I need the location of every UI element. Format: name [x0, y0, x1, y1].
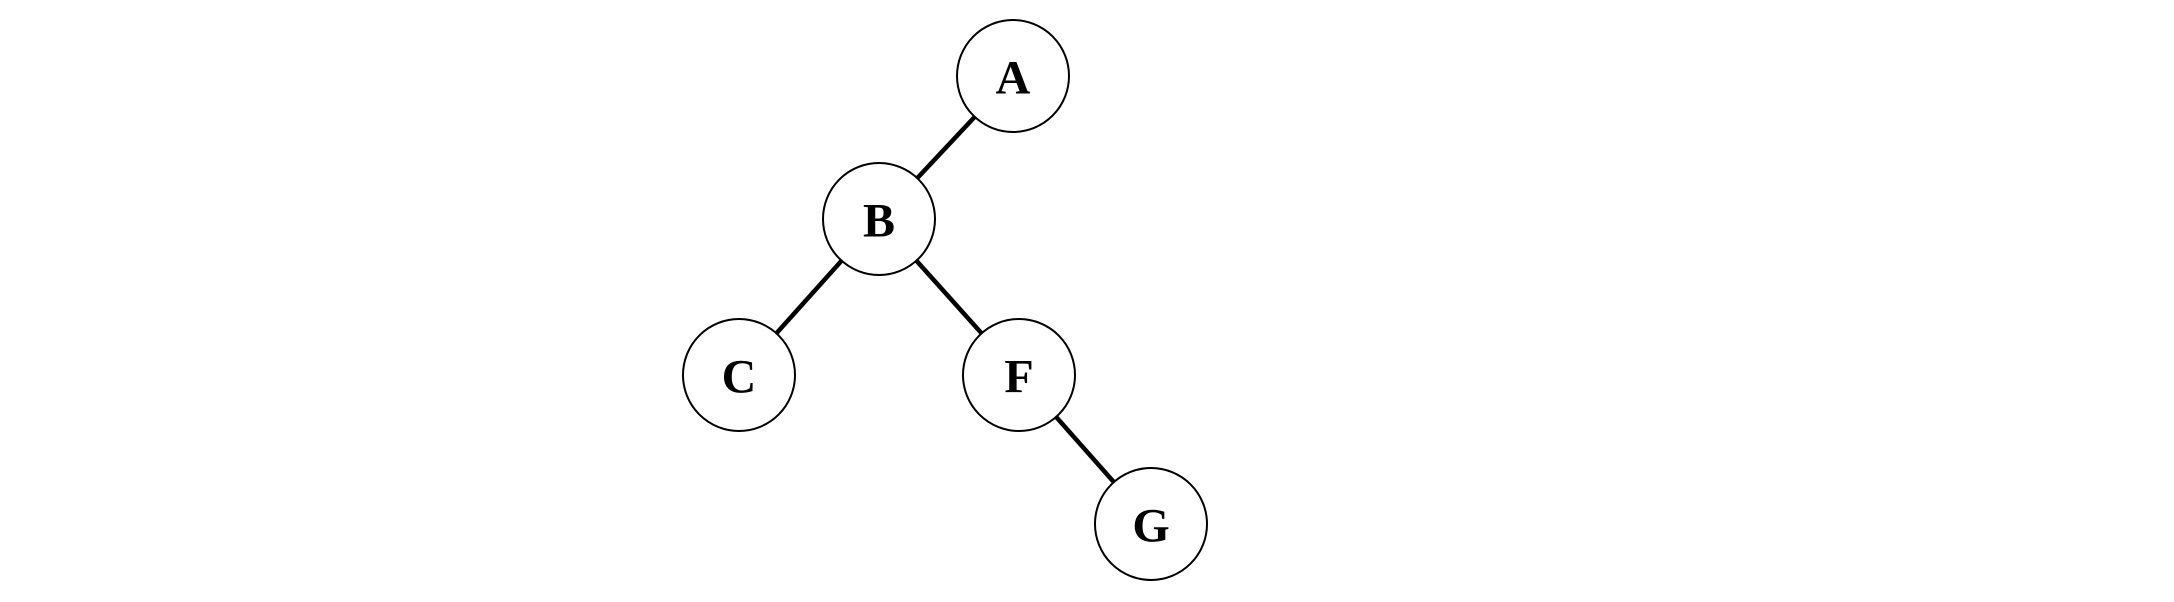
node-A: A	[956, 19, 1070, 133]
node-label-A: A	[996, 51, 1031, 104]
node-label-F: F	[1004, 350, 1033, 403]
node-circle-F	[962, 318, 1076, 432]
node-label-G: G	[1132, 499, 1169, 552]
node-C: C	[682, 318, 796, 432]
edge-layer	[737, 74, 1153, 526]
node-circle-B	[822, 162, 936, 276]
node-label-B: B	[863, 194, 895, 247]
node-G: G	[1094, 467, 1208, 581]
node-circle-G	[1094, 467, 1208, 581]
node-label-C: C	[722, 350, 757, 403]
node-F: F	[962, 318, 1076, 432]
node-B: B	[822, 162, 936, 276]
node-circle-A	[956, 19, 1070, 133]
node-layer: A B C F G	[682, 19, 1208, 581]
node-circle-C	[682, 318, 796, 432]
